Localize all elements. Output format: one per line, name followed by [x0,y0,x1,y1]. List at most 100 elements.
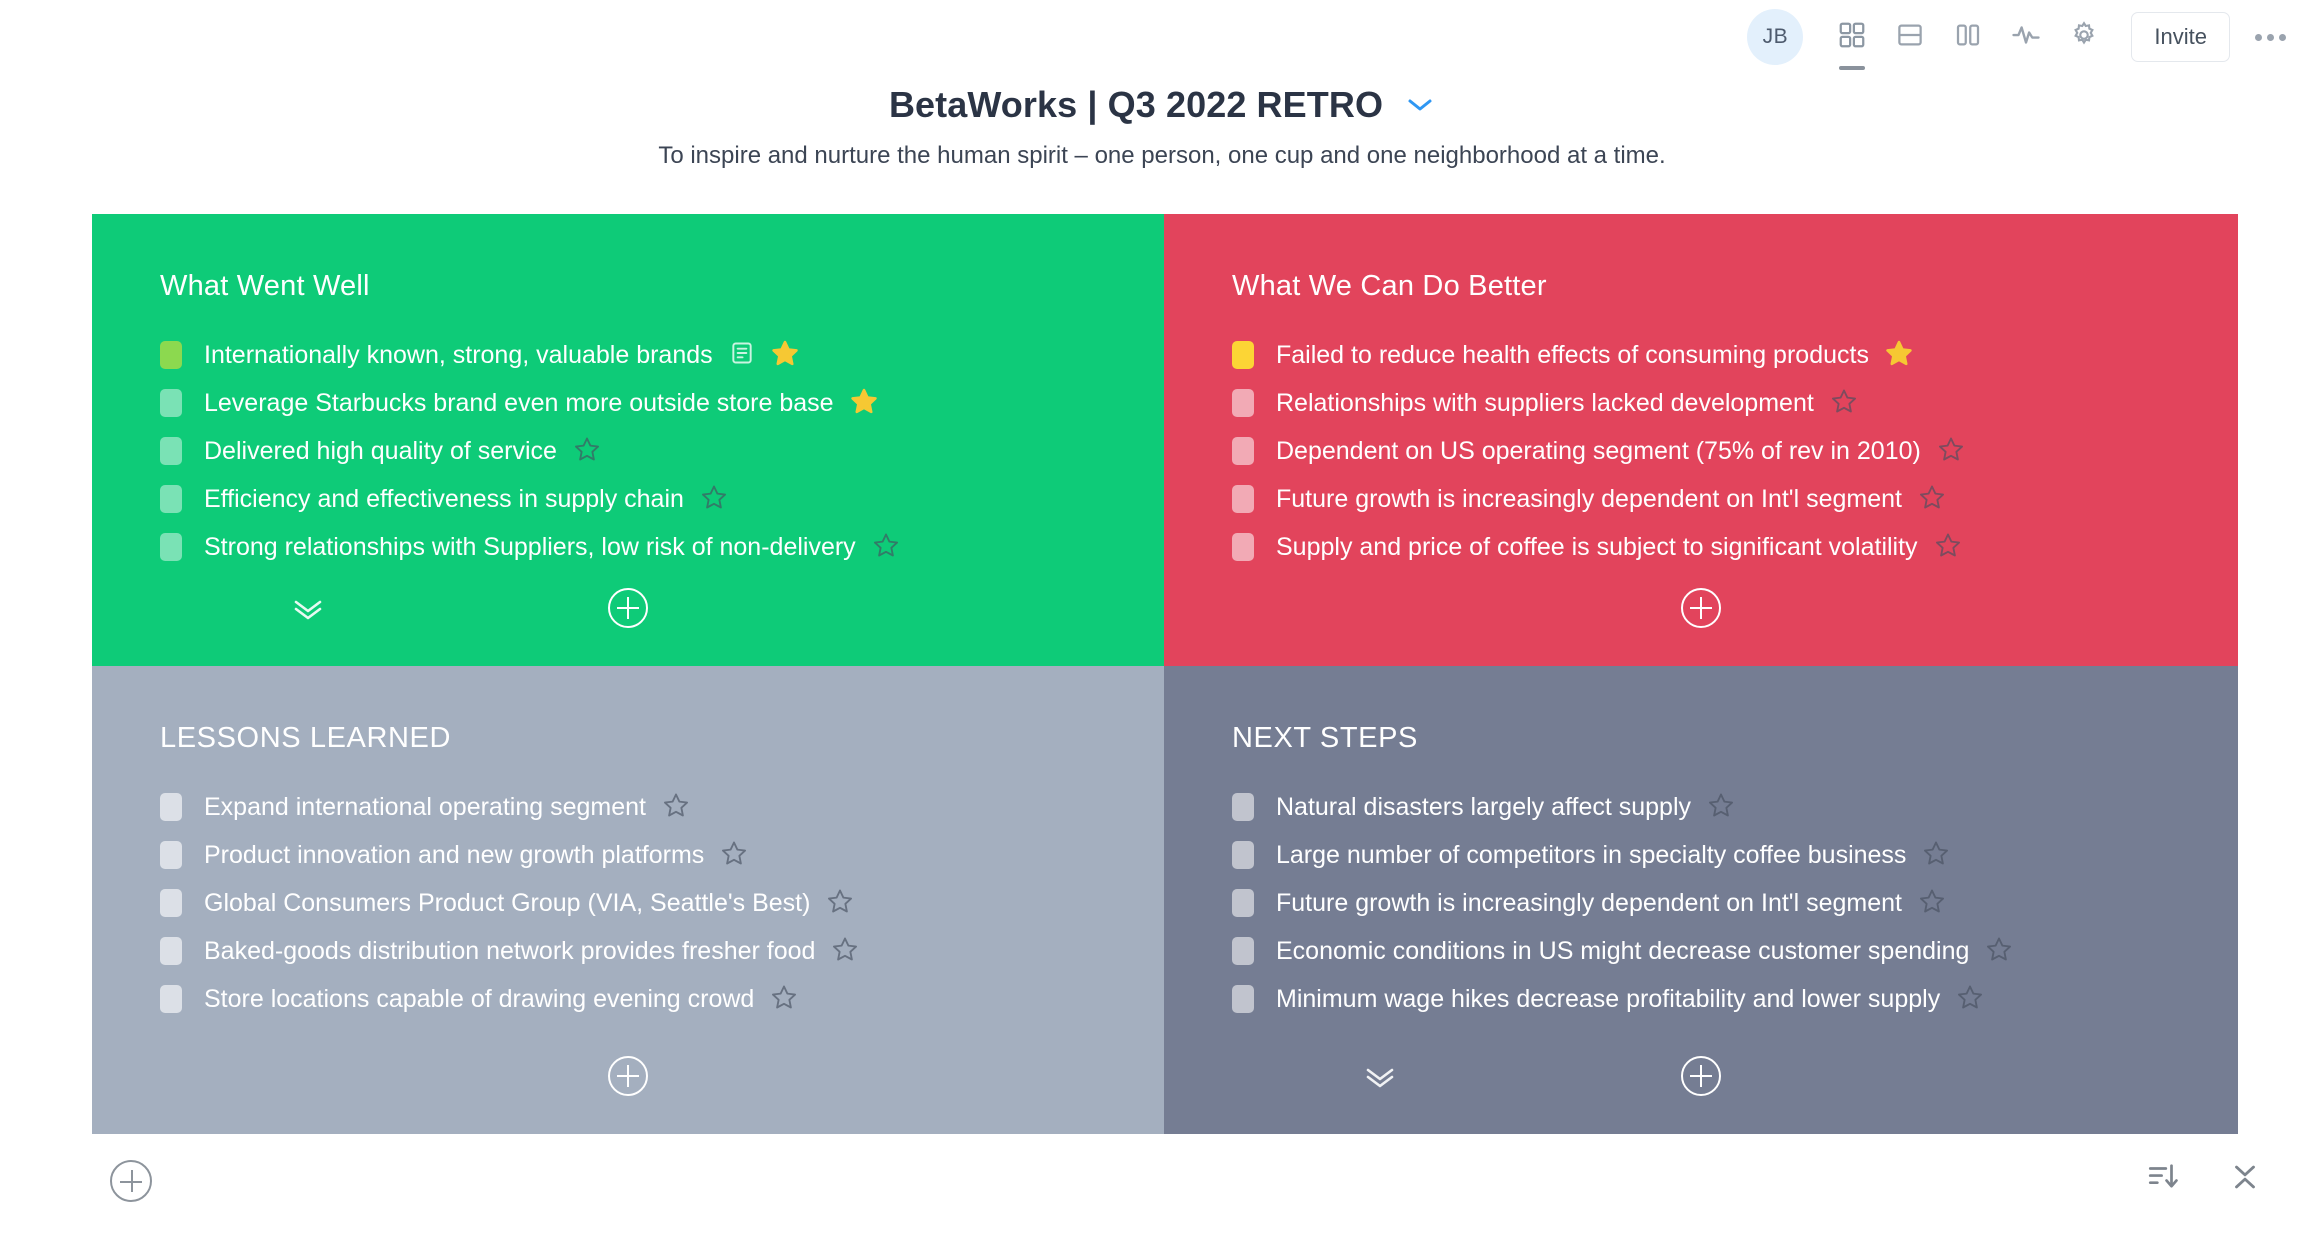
columns-view-icon [1953,20,1983,55]
list-item[interactable]: Global Consumers Product Group (VIA, Sea… [160,879,1164,927]
card-color-marker[interactable] [1232,841,1254,869]
activity-button[interactable] [1997,8,2055,66]
list-item[interactable]: Economic conditions in US might decrease… [1232,927,2238,975]
star-outline-icon[interactable] [662,791,690,824]
card-color-marker[interactable] [1232,985,1254,1013]
card-text: Failed to reduce health effects of consu… [1276,340,1869,369]
list-item[interactable]: Failed to reduce health effects of consu… [1232,331,2238,379]
card-color-marker[interactable] [160,841,182,869]
star-outline-icon[interactable] [1934,531,1962,564]
list-item[interactable]: Delivered high quality of service [160,427,1164,475]
sort-descending-icon[interactable] [2146,1160,2180,1199]
note-icon[interactable] [729,340,755,371]
card-color-marker[interactable] [160,937,182,965]
invite-button[interactable]: Invite [2131,12,2230,62]
star-outline-icon[interactable] [872,531,900,564]
card-color-marker[interactable] [1232,437,1254,465]
star-outline-icon[interactable] [1918,887,1946,920]
add-column-button[interactable] [110,1160,152,1202]
list-item[interactable]: Future growth is increasingly dependent … [1232,879,2238,927]
list-item[interactable]: Large number of competitors in specialty… [1232,831,2238,879]
more-options-button[interactable] [2242,9,2298,65]
star-outline-icon[interactable] [831,935,859,968]
card-color-marker[interactable] [1232,937,1254,965]
card-text: Minimum wage hikes decrease profitabilit… [1276,984,1941,1013]
card-color-marker[interactable] [1232,389,1254,417]
add-card-button[interactable] [608,588,648,628]
card-color-marker[interactable] [1232,485,1254,513]
card-color-marker[interactable] [160,389,182,417]
list-item[interactable]: Efficiency and effectiveness in supply c… [160,475,1164,523]
expand-more-icon[interactable] [288,596,328,627]
column-title: LESSONS LEARNED [160,722,452,754]
collapse-all-icon[interactable] [2228,1160,2262,1199]
star-outline-icon[interactable] [1956,983,1984,1016]
card-color-marker[interactable] [1232,341,1254,369]
avatar[interactable]: JB [1747,9,1804,65]
footer-actions [2146,1160,2262,1199]
card-color-marker[interactable] [160,341,182,369]
invite-label: Invite [2154,24,2207,49]
card-text: Supply and price of coffee is subject to… [1276,532,1918,561]
list-item[interactable]: Relationships with suppliers lacked deve… [1232,379,2238,427]
star-outline-icon[interactable] [1985,935,2013,968]
list-item[interactable]: Minimum wage hikes decrease profitabilit… [1232,975,2238,1023]
view-columns-button[interactable] [1939,8,1997,66]
card-color-marker[interactable] [160,437,182,465]
settings-button[interactable] [2055,8,2113,66]
card-color-marker[interactable] [160,533,182,561]
star-filled-icon[interactable] [771,339,799,372]
chevron-down-icon[interactable] [1405,96,1435,114]
list-item[interactable]: Supply and price of coffee is subject to… [1232,523,2238,571]
list-item[interactable]: Baked-goods distribution network provide… [160,927,1164,975]
card-text: Dependent on US operating segment (75% o… [1276,436,1921,465]
card-color-marker[interactable] [160,985,182,1013]
list-item[interactable]: Strong relationships with Suppliers, low… [160,523,1164,571]
column-footer [1164,588,2238,644]
star-outline-icon[interactable] [1922,839,1950,872]
view-grid-button[interactable] [1823,8,1881,66]
page-title: BetaWorks | Q3 2022 RETRO [888,84,1384,125]
list-item[interactable]: Future growth is increasingly dependent … [1232,475,2238,523]
star-outline-icon[interactable] [770,983,798,1016]
card-color-marker[interactable] [160,485,182,513]
star-outline-icon[interactable] [573,435,601,468]
card-color-marker[interactable] [1232,793,1254,821]
card-color-marker[interactable] [160,889,182,917]
list-item[interactable]: Leverage Starbucks brand even more outsi… [160,379,1164,427]
list-item[interactable]: Dependent on US operating segment (75% o… [1232,427,2238,475]
card-color-marker[interactable] [1232,889,1254,917]
card-text: Strong relationships with Suppliers, low… [204,532,856,561]
list-item[interactable]: Internationally known, strong, valuable … [160,331,1164,379]
add-card-button[interactable] [608,1056,648,1096]
star-filled-icon[interactable] [850,387,878,420]
list-item[interactable]: Product innovation and new growth platfo… [160,831,1164,879]
list-item[interactable]: Natural disasters largely affect supply [1232,783,2238,831]
star-outline-icon[interactable] [700,483,728,516]
star-outline-icon[interactable] [1937,435,1965,468]
view-rows-button[interactable] [1881,8,1939,66]
star-outline-icon[interactable] [826,887,854,920]
star-outline-icon[interactable] [1707,791,1735,824]
top-toolbar: JB [0,0,2324,74]
list-item[interactable]: Expand international operating segment [160,783,1164,831]
card-color-marker[interactable] [160,793,182,821]
expand-more-icon[interactable] [1360,1064,1400,1095]
card-color-marker[interactable] [1232,533,1254,561]
card-text: Product innovation and new growth platfo… [204,840,705,869]
card-text: Delivered high quality of service [204,436,557,465]
card-text: Relationships with suppliers lacked deve… [1276,388,1814,417]
add-card-button[interactable] [1681,588,1721,628]
avatar-initials: JB [1762,25,1789,48]
star-outline-icon[interactable] [1830,387,1858,420]
card-text: Baked-goods distribution network provide… [204,936,816,965]
add-card-button[interactable] [1681,1056,1721,1096]
star-outline-icon[interactable] [1918,483,1946,516]
card-text: Global Consumers Product Group (VIA, Sea… [204,888,811,917]
star-outline-icon[interactable] [720,839,748,872]
star-filled-icon[interactable] [1885,339,1913,372]
column-title: NEXT STEPS [1232,722,1418,754]
list-item[interactable]: Store locations capable of drawing eveni… [160,975,1164,1023]
